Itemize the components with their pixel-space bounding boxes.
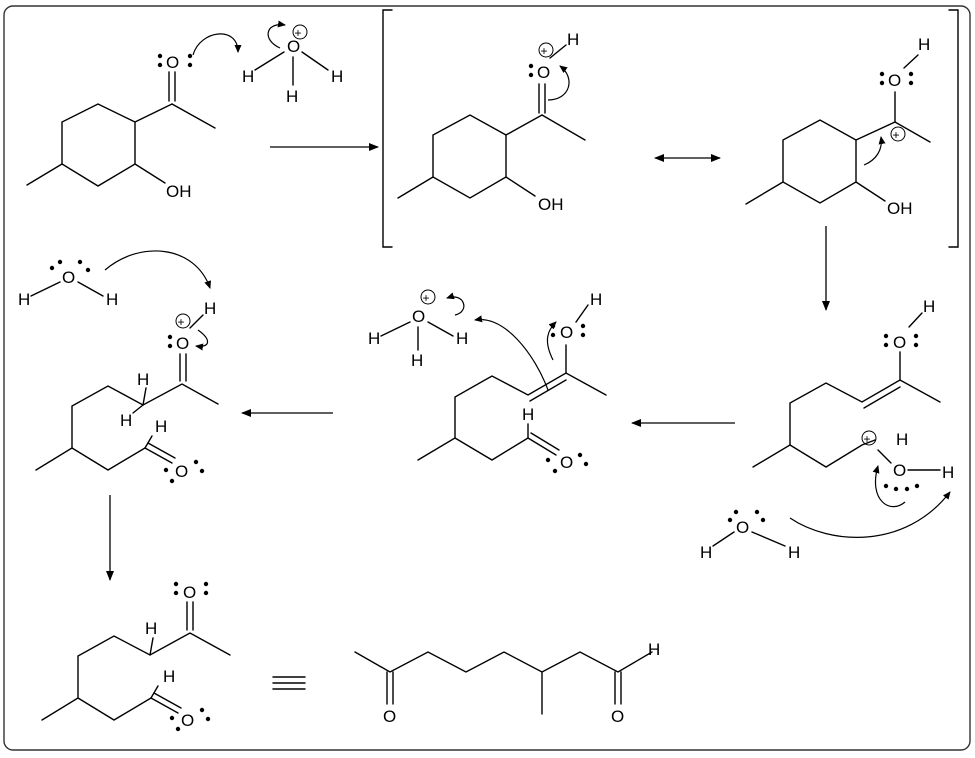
- svg-text:+: +: [864, 432, 871, 446]
- water-molecule-1: O H H: [18, 259, 118, 309]
- svg-text:O: O: [560, 323, 573, 342]
- svg-text:H: H: [155, 417, 167, 436]
- curly-arrow-resonance: [547, 65, 570, 101]
- svg-text:O: O: [412, 307, 425, 326]
- svg-text:H: H: [918, 35, 930, 54]
- svg-text:H: H: [204, 299, 216, 318]
- svg-text:O: O: [893, 333, 906, 352]
- svg-text:H: H: [590, 290, 602, 309]
- curly-arrow-protonation: [192, 33, 242, 56]
- svg-text:O: O: [893, 461, 906, 480]
- svg-text:H: H: [942, 463, 954, 482]
- svg-text:H: H: [411, 351, 423, 370]
- svg-text:H: H: [700, 543, 712, 562]
- svg-text:O: O: [62, 268, 75, 287]
- molecule-ketone-alcohol: OH O: [26, 53, 216, 201]
- svg-text:H: H: [163, 667, 175, 686]
- svg-text:O: O: [560, 453, 573, 472]
- svg-text:H: H: [896, 430, 908, 449]
- svg-text:H: H: [18, 290, 30, 309]
- svg-text:+: +: [893, 128, 900, 142]
- hydroxyl-label: OH: [166, 182, 192, 201]
- svg-text:H: H: [923, 297, 935, 316]
- svg-text:O: O: [181, 711, 194, 730]
- curly-arrow-lone-pair: [546, 321, 557, 361]
- molecule-oxocarbenium: OH O H +: [397, 30, 586, 214]
- water-molecule-2: O H H: [700, 509, 800, 562]
- svg-text:H: H: [522, 405, 534, 424]
- hydronium-ion-1: O H H H +: [242, 24, 343, 106]
- svg-text:H: H: [286, 87, 298, 106]
- curly-arrow-retro-aldol: [872, 465, 906, 508]
- svg-text:OH: OH: [538, 195, 564, 214]
- curly-arrow-tautomerization: [474, 315, 549, 391]
- curly-arrow-oh-cleave: [195, 329, 209, 351]
- svg-text:O: O: [611, 707, 624, 726]
- right-bracket: [948, 9, 959, 248]
- svg-text:H: H: [788, 543, 800, 562]
- equivalence-sign: [272, 676, 306, 690]
- svg-text:H: H: [242, 67, 254, 86]
- molecule-enol-aldehyde: H O O H: [417, 290, 607, 474]
- curly-arrow-water-attack: [104, 250, 211, 289]
- svg-text:H: H: [456, 329, 468, 348]
- svg-text:OH: OH: [887, 199, 913, 218]
- hydronium-ion-2: O H H H +: [368, 289, 468, 370]
- svg-text:H: H: [567, 30, 579, 49]
- molecule-final-dicarbonyl-cyclic-view: O H H O: [41, 581, 231, 732]
- svg-text:H: H: [331, 67, 343, 86]
- molecule-protonated-dicarbonyl: O H + H H H O: [35, 299, 219, 484]
- svg-text:O: O: [383, 707, 396, 726]
- left-bracket: [382, 9, 393, 248]
- svg-text:H: H: [120, 411, 132, 430]
- scheme-border: [3, 5, 971, 751]
- svg-text:O: O: [888, 71, 901, 90]
- svg-text:H: H: [145, 619, 157, 638]
- curly-arrow-deprotonation: [789, 491, 951, 538]
- svg-text:H: H: [106, 290, 118, 309]
- svg-text:+: +: [541, 44, 548, 58]
- molecule-final-dicarbonyl-linear: O O H: [354, 640, 660, 726]
- molecule-enol-oxonium: O H H + O H: [752, 297, 954, 492]
- svg-text:+: +: [295, 26, 302, 40]
- curly-arrow-oh-bond: [267, 20, 286, 49]
- svg-text:H: H: [137, 370, 149, 389]
- svg-text:O: O: [176, 334, 189, 353]
- svg-text:+: +: [423, 291, 430, 305]
- svg-text:H: H: [648, 640, 660, 659]
- svg-text:O: O: [183, 583, 196, 602]
- carbonyl-oxygen: O: [166, 53, 179, 72]
- svg-text:O: O: [537, 63, 550, 82]
- svg-text:O: O: [175, 462, 188, 481]
- svg-text:H: H: [368, 329, 380, 348]
- svg-text:+: +: [178, 315, 185, 329]
- svg-text:O: O: [736, 518, 749, 537]
- curly-arrow-ring-opening: [863, 136, 886, 166]
- svg-text:O: O: [287, 37, 300, 56]
- curly-arrow-hydronium: [446, 292, 465, 316]
- molecule-carbocation: OH O H +: [745, 35, 931, 218]
